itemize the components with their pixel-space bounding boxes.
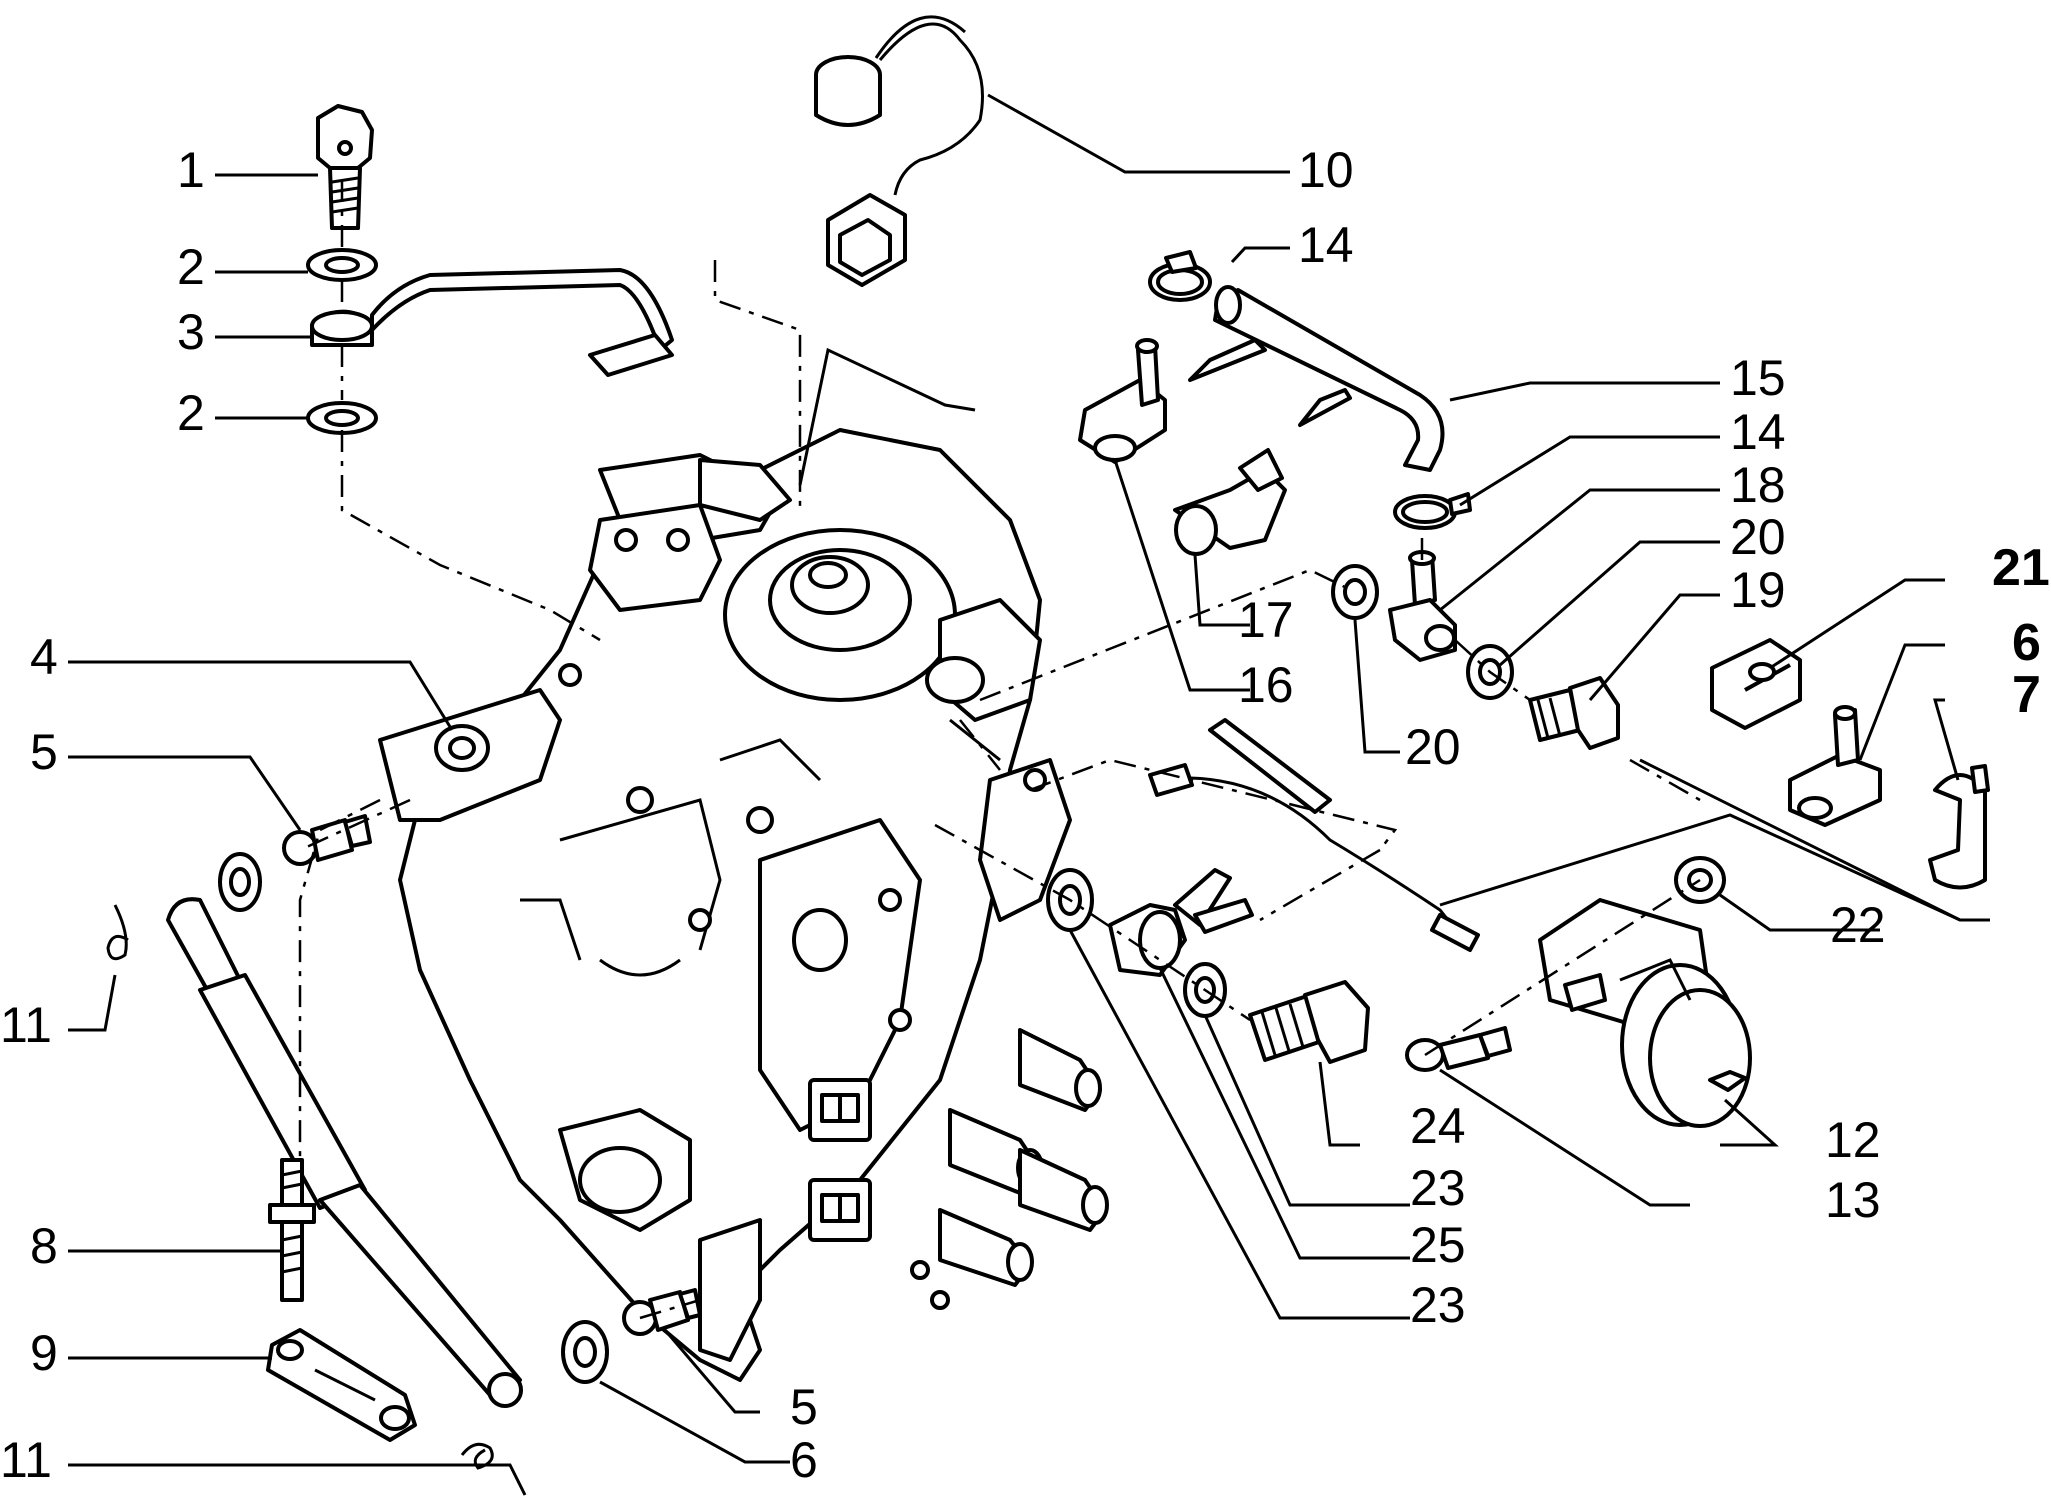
label-19: 19 xyxy=(1730,562,1786,618)
fuel-return-pipe xyxy=(310,268,674,377)
label-23-lower: 23 xyxy=(1410,1277,1466,1333)
washer-lower xyxy=(561,1320,609,1384)
label-2-lower: 2 xyxy=(177,385,205,441)
fuel-hose xyxy=(1188,285,1445,472)
screw-13 xyxy=(1405,1026,1512,1072)
assembly-dash-lines xyxy=(298,180,1701,1320)
label-11-upper: 11 xyxy=(0,997,52,1053)
label-15: 15 xyxy=(1730,350,1786,406)
label-16: 16 xyxy=(1238,657,1294,713)
clip-21 xyxy=(1710,638,1802,730)
label-21: 21 xyxy=(1992,539,2050,597)
sealing-washer-lower xyxy=(306,401,378,435)
link-lever xyxy=(266,1328,417,1442)
injection-pump-body xyxy=(378,428,1109,1382)
sealing-washer-upper xyxy=(306,248,378,282)
label-7: 7 xyxy=(2012,666,2041,724)
label-6-right: 6 xyxy=(2012,614,2041,672)
label-24: 24 xyxy=(1410,1098,1466,1154)
temperature-sensor xyxy=(814,15,984,287)
ball-stud-lower xyxy=(622,1288,702,1336)
label-18: 18 xyxy=(1730,457,1786,513)
label-13: 13 xyxy=(1825,1172,1881,1228)
label-5-lower: 5 xyxy=(790,1379,818,1435)
gas-strut xyxy=(166,897,523,1408)
clamp-7 xyxy=(1928,764,1990,890)
label-2-upper: 2 xyxy=(177,239,205,295)
pipe-union xyxy=(1388,550,1457,662)
banjo-bolt-24 xyxy=(1248,980,1370,1064)
label-23-upper: 23 xyxy=(1410,1160,1466,1216)
retaining-clip-lower xyxy=(460,1442,494,1470)
banjo-union-25 xyxy=(1108,868,1254,977)
hose-connector xyxy=(1173,448,1287,556)
label-6-lower: 6 xyxy=(790,1432,818,1488)
cold-start-actuator xyxy=(1538,898,1752,1128)
hose-clamp-upper xyxy=(1148,250,1212,302)
bracket-6-right xyxy=(1788,705,1882,827)
leader-lines xyxy=(68,93,1960,1496)
label-8: 8 xyxy=(30,1218,58,1274)
delivery-valve-fittings xyxy=(938,1028,1109,1287)
stud-bolt xyxy=(268,1158,316,1302)
label-5-upper: 5 xyxy=(30,724,58,780)
nut-left xyxy=(434,724,490,772)
retaining-clip-upper xyxy=(106,904,129,961)
washer-20a xyxy=(1331,564,1379,620)
hose-clamp-lower xyxy=(1393,492,1472,530)
label-22: 22 xyxy=(1830,897,1886,953)
label-14-upper: 14 xyxy=(1298,217,1354,273)
label-3: 3 xyxy=(177,304,205,360)
washer-left xyxy=(218,852,262,912)
label-1: 1 xyxy=(177,142,205,198)
banjo-bolt xyxy=(316,104,374,230)
hose-support-bracket xyxy=(1078,338,1167,464)
label-17: 17 xyxy=(1238,592,1294,648)
label-10: 10 xyxy=(1298,142,1354,198)
label-20-upper: 20 xyxy=(1730,509,1786,565)
label-12: 12 xyxy=(1825,1112,1881,1168)
label-20-lower: 20 xyxy=(1405,719,1461,775)
label-9: 9 xyxy=(30,1325,58,1381)
steel-pipe xyxy=(1208,718,1332,814)
label-25: 25 xyxy=(1410,1217,1466,1273)
label-14-lower: 14 xyxy=(1730,404,1786,460)
label-4: 4 xyxy=(30,629,58,685)
label-11-lower: 11 xyxy=(0,1432,52,1488)
part-number-labels: 1 2 3 2 4 5 11 8 9 11 5 6 10 14 15 14 18… xyxy=(0,142,2050,1488)
hollow-bolt-19 xyxy=(1528,676,1620,750)
